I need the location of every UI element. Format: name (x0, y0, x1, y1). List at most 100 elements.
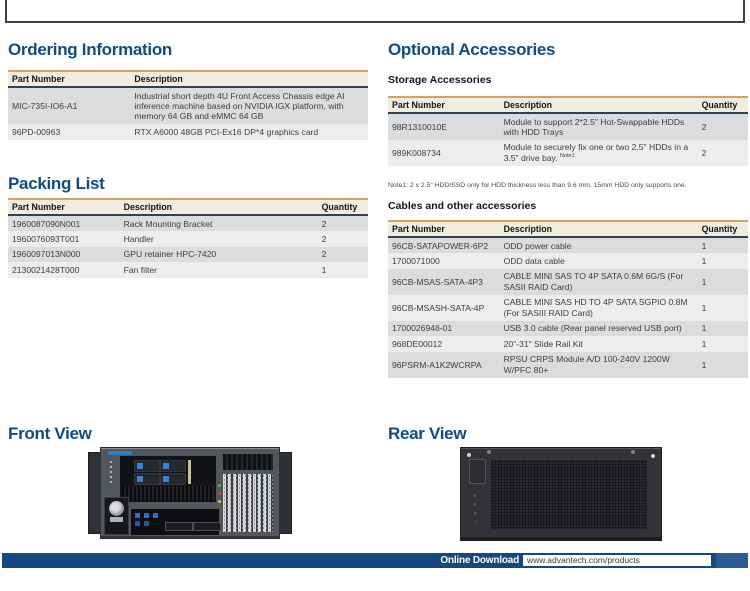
section-title-rear-view: Rear View (388, 424, 467, 443)
column-header: Part Number (8, 198, 120, 216)
drive-tray (134, 473, 160, 485)
table-cell: 2 (701, 121, 707, 132)
table-cell: 2 (321, 218, 327, 229)
table-row: 989K008734 Module to securely fix one or … (388, 139, 748, 166)
table-cell: RPSU CRPS Module A/D 100-240V 1200W W/PF… (503, 354, 670, 375)
psu-module (104, 497, 129, 535)
table-cell: 1960076093T001 (12, 233, 80, 244)
table-cell: Handler (123, 233, 154, 244)
rear-cutout (469, 459, 486, 484)
advantech-logo-mark (108, 451, 132, 455)
column-header: Description (130, 70, 368, 88)
odd-slot (165, 522, 193, 531)
download-url: www.advantech.com/products (527, 555, 640, 565)
io-indicators (135, 513, 140, 518)
table-cell: ODD power cable (503, 240, 572, 251)
footer-bar: Online Download www.advantech.com/produc… (2, 553, 748, 568)
rear-vent-mesh (491, 460, 647, 529)
table-cell: 1 (701, 302, 707, 313)
column-header: Description (119, 198, 318, 216)
drive-tray (160, 460, 186, 472)
table-row: 2130021428T000 Fan filter 1 (8, 262, 368, 278)
table-cell: 1 (701, 338, 707, 349)
table-row: 1700026948-01 USB 3.0 cable (Rear panel r… (388, 320, 748, 337)
section-title-packing-list: Packing List (8, 174, 105, 193)
table-cell: GPU retainer HPC-7420 (123, 249, 217, 260)
expansion-slot-covers (223, 474, 273, 532)
table-cell: 96CB-MSASH-SATA-4P (392, 302, 485, 313)
column-header: Quantity (697, 96, 748, 114)
table-cell: 1 (701, 323, 707, 334)
download-url-box: www.advantech.com/products (523, 555, 711, 566)
table-cell: 20"-31" Slide Rail Kit (503, 338, 583, 349)
tray-latch-bar (188, 460, 191, 484)
rear-slot-marks (474, 494, 476, 522)
front-view-image (88, 447, 292, 539)
screw-icon (467, 453, 471, 457)
table-row: 1960087090N001 Rack Mounting Bracket 2 (8, 215, 368, 232)
table-cell: 96CB-MSAS-SATA-4P3 (392, 276, 483, 287)
table-cell: 1 (701, 240, 707, 251)
front-io-panel (131, 509, 221, 535)
rear-view-image (460, 447, 662, 541)
column-header: Part Number (388, 96, 500, 114)
column-header: Quantity (697, 220, 748, 238)
table-cell: Fan filter (123, 264, 158, 275)
footer-accent-block (716, 553, 748, 568)
table-cell: 96PSRM-A1K2WCRPA (392, 359, 482, 370)
table-cell: 989K008734 (392, 147, 441, 158)
screw-icon (487, 450, 491, 454)
column-header: Description (499, 96, 698, 114)
subheading-cables-accessories: Cables and other accessories (388, 200, 537, 212)
table-cell: 1700026948-01 (392, 323, 453, 334)
section-title-optional-accessories: Optional Accessories (388, 40, 556, 59)
screw-icon (651, 454, 655, 458)
table-cell: 1700071000 (392, 255, 440, 266)
table-cell: 1 (321, 264, 327, 275)
table-cell: 1960097013N000 (12, 249, 81, 260)
table-cell: 1 (701, 359, 707, 370)
drive-tray-panel (120, 456, 216, 502)
table-row: 96CB-MSAS-SATA-4P3 CABLE MINI SAS TO 4P S… (388, 268, 748, 295)
table-row: 1700071000 ODD data cable 1 (388, 253, 748, 269)
column-header: Description (499, 220, 698, 238)
storage-note: Note1: 2 x 2.5" HDD/SSD only for HDD thi… (388, 182, 687, 189)
table-cell: 1 (701, 276, 707, 287)
column-header: Part Number (388, 220, 500, 238)
section-title-ordering-information: Ordering Information (8, 40, 173, 59)
table-cell: 1960087090N001 (12, 218, 81, 229)
status-leds (218, 484, 221, 487)
column-header: Part Number (8, 70, 131, 88)
drive-tray (160, 473, 186, 485)
table-row: 968DE00012 20"-31" Slide Rail Kit 1 (388, 336, 748, 352)
table-cell: USB 3.0 cable (Rear panel reserved USB p… (503, 323, 682, 334)
rack-ear-left (88, 452, 101, 534)
table-cell: 2 (701, 147, 707, 158)
chassis-front-panel (100, 447, 280, 539)
table-cell: RTX A6000 48GB PCI-Ex16 DP*4 graphics ca… (134, 126, 319, 137)
table-cell: 1 (701, 255, 707, 266)
table-cell: ODD data cable (503, 255, 565, 266)
column-header: Quantity (317, 198, 368, 216)
table-cell: 968DE00012 (392, 338, 443, 349)
table-cell: Rack Mounting Bracket (123, 218, 213, 229)
table-cell: 2130021428T000 (12, 264, 80, 275)
table-cell: Module to securely fix one or two 2.5" H… (503, 142, 689, 163)
section-title-front-view: Front View (8, 424, 92, 443)
rack-ear-right (279, 452, 292, 534)
table-cell: 2 (321, 249, 327, 260)
table-cell: 98R1310010E (392, 121, 447, 132)
table-cell: CABLE MINI SAS TO 4P SATA 0.6M 6G/S (For… (503, 271, 684, 292)
drive-tray (134, 460, 160, 472)
